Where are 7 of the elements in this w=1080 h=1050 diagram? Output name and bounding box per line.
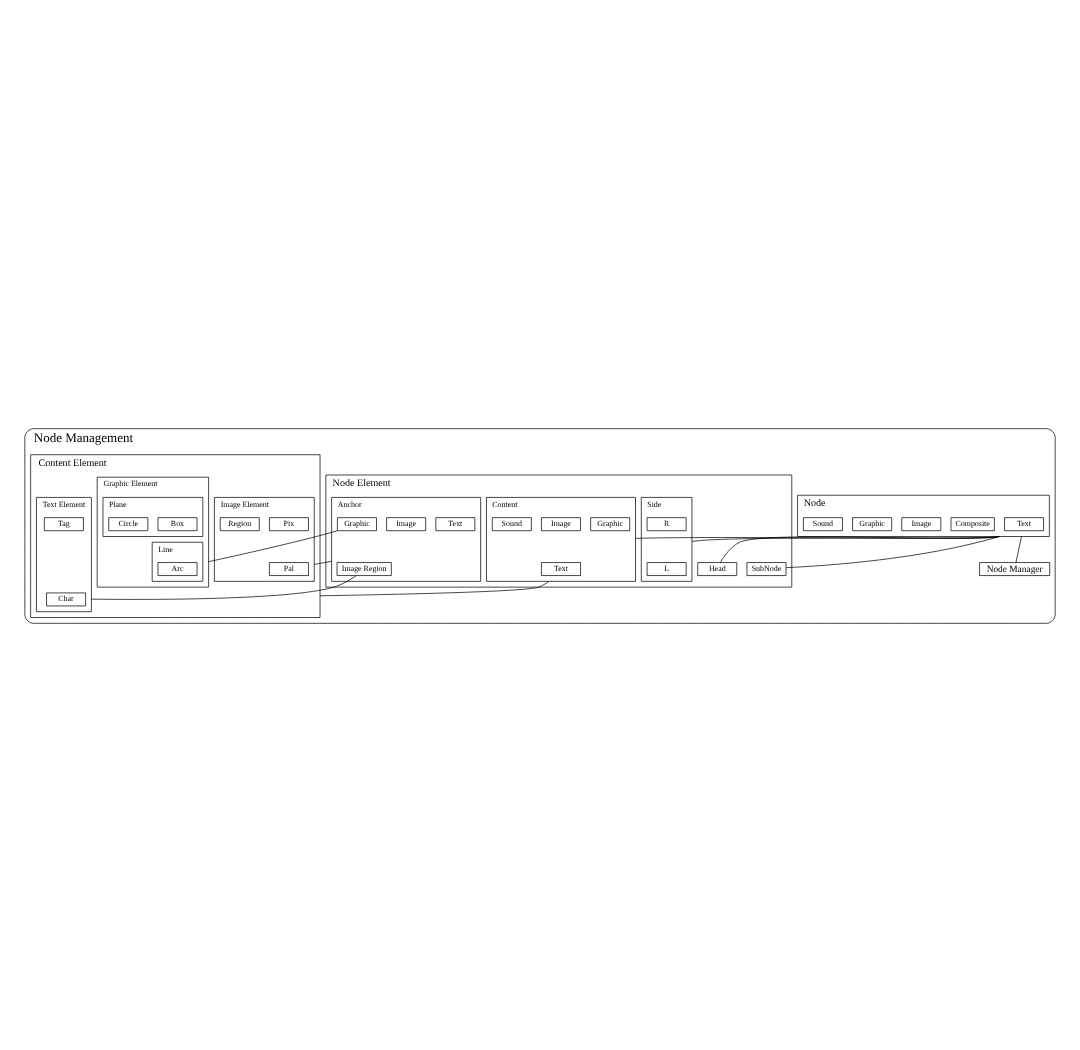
connector xyxy=(313,559,332,564)
connector xyxy=(1015,535,1022,562)
connector xyxy=(319,580,550,596)
connector xyxy=(635,535,1000,538)
connector xyxy=(785,535,1000,567)
connector xyxy=(208,529,338,562)
connector xyxy=(91,574,357,599)
